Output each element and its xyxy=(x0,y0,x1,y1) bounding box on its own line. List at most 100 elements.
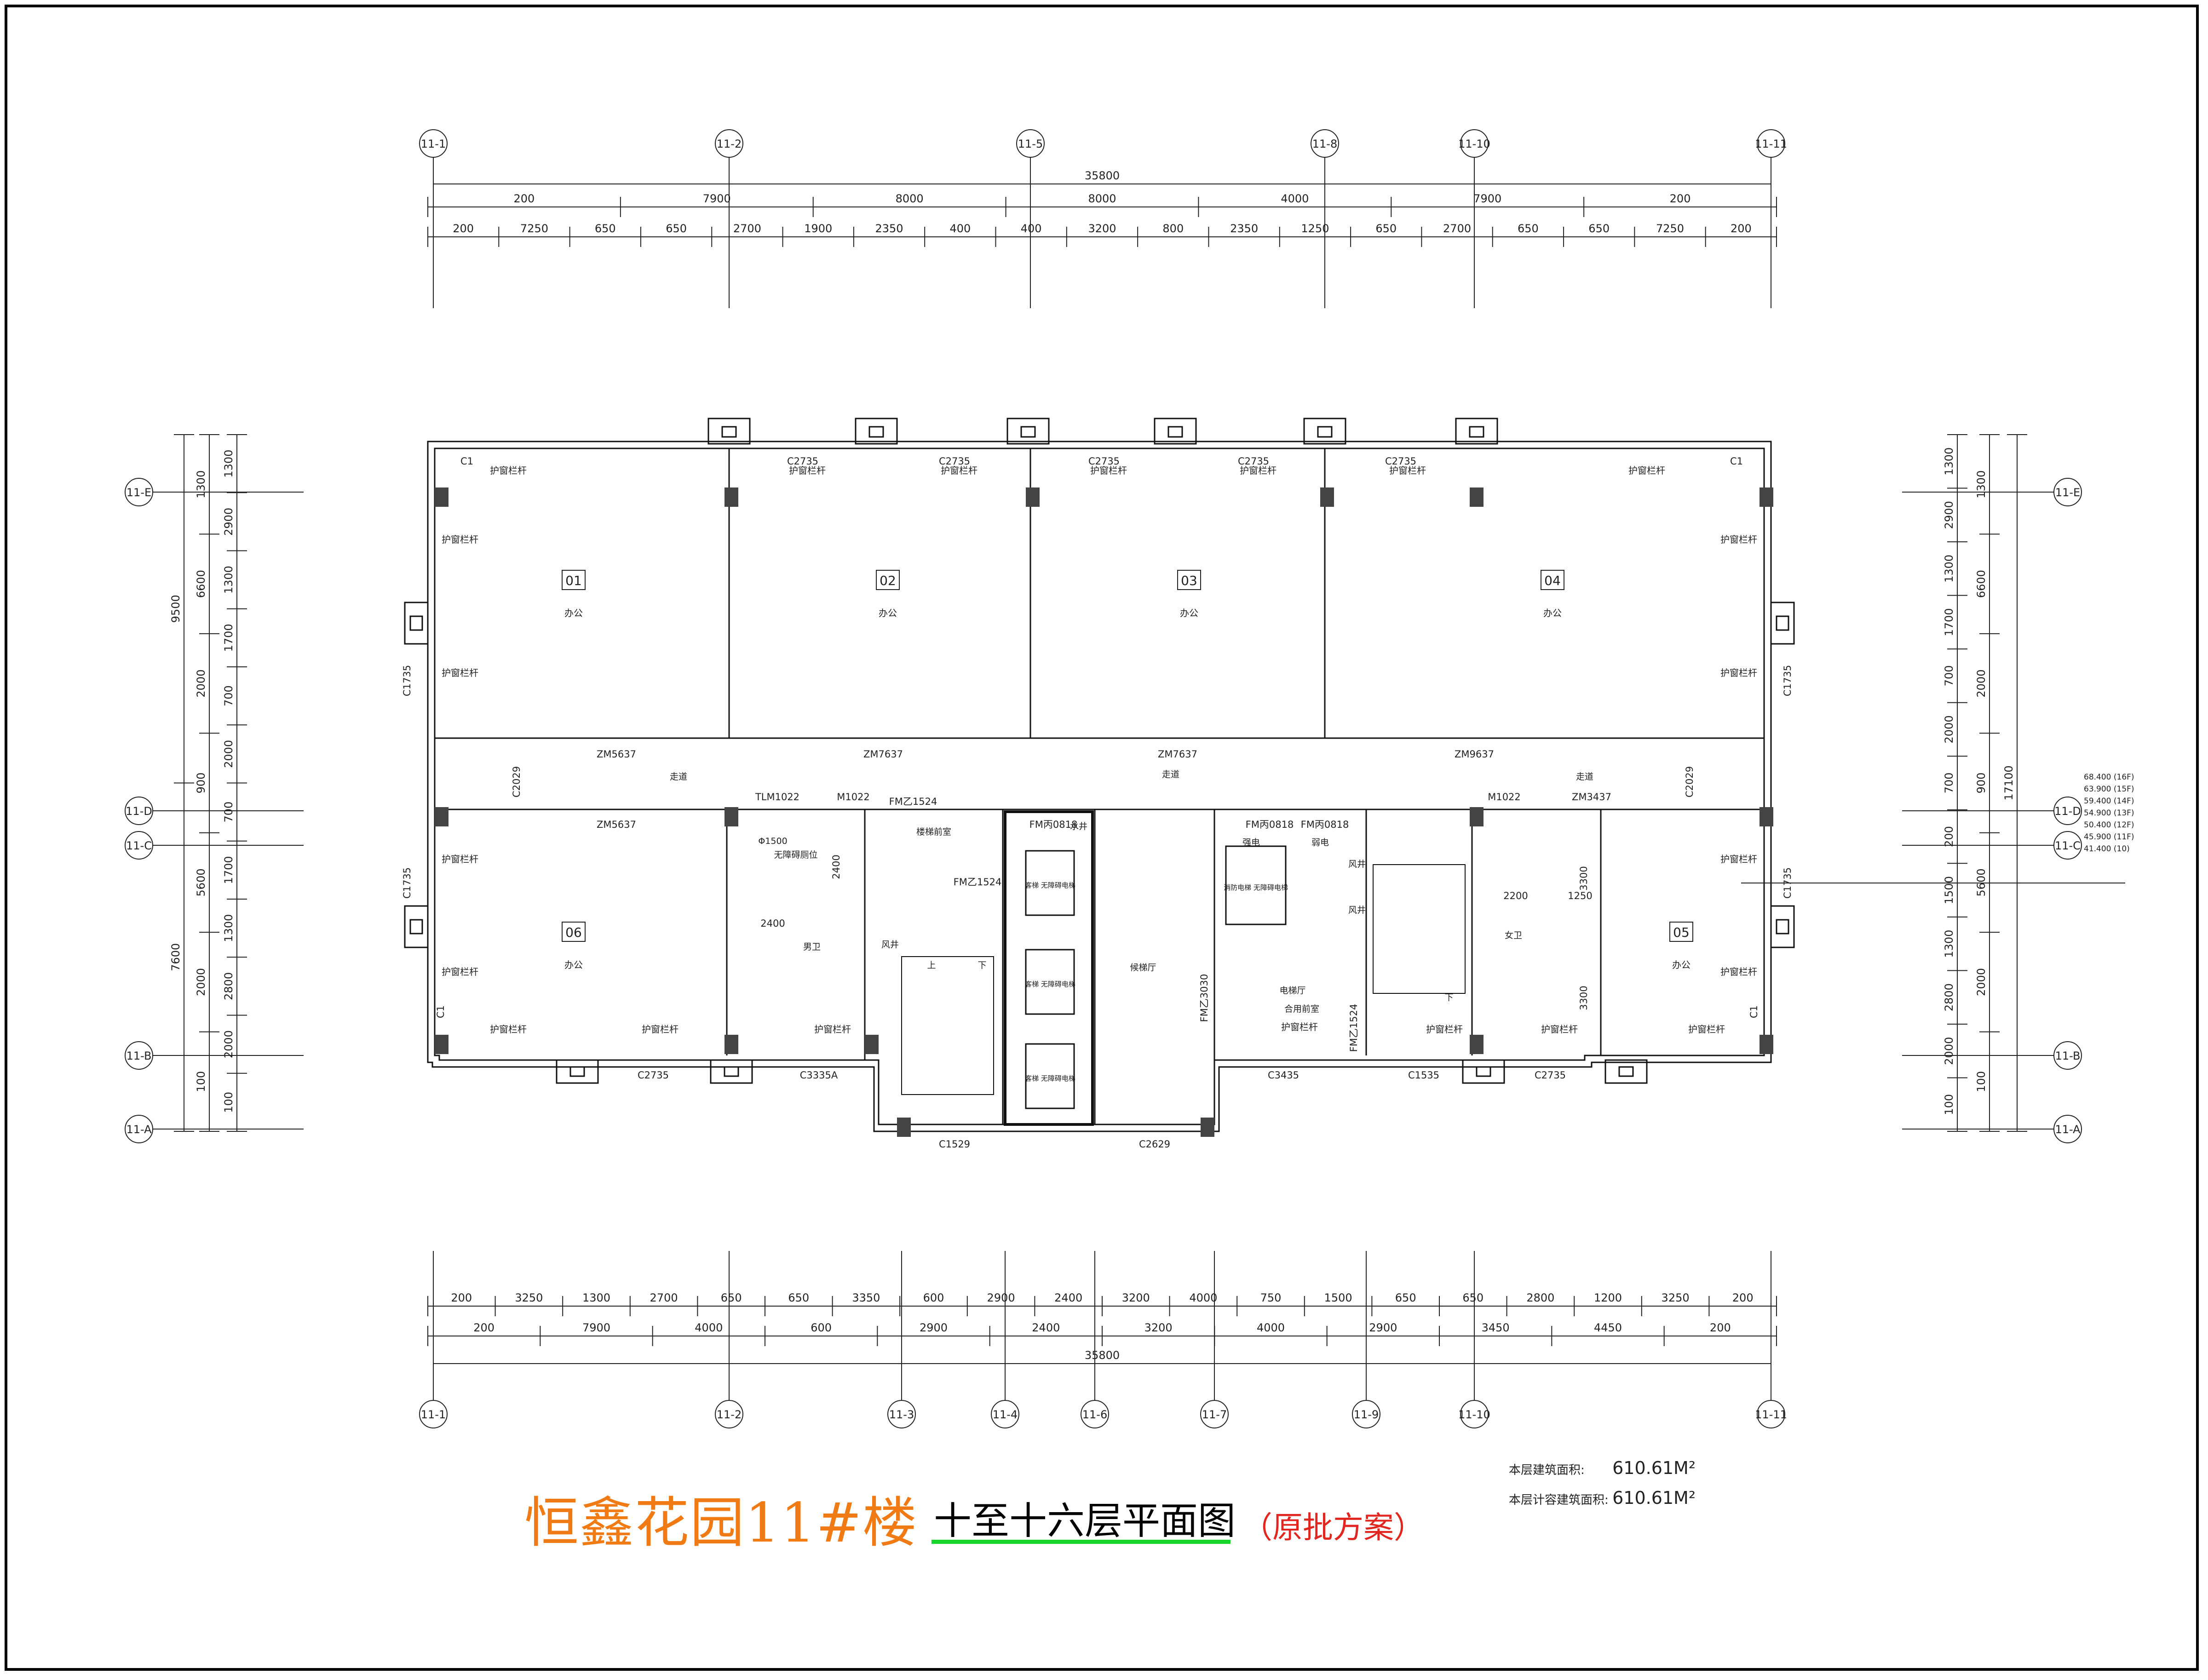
dim-bottom-row1-value: 3250 xyxy=(1662,1291,1690,1304)
railing-label: 护窗栏杆 xyxy=(1281,1021,1318,1032)
railing-label: 护窗栏杆 xyxy=(1541,1024,1578,1035)
axis-right-11-D-label: 11-D xyxy=(2054,805,2081,818)
window-c3435: C3435 xyxy=(1268,1070,1299,1081)
room-06: 06 办公 xyxy=(562,922,586,970)
column xyxy=(724,807,738,826)
bay-window-detail xyxy=(1618,1066,1634,1077)
dim-left-inner-value: 1700 xyxy=(222,856,235,884)
window-c2735-4: C2735 xyxy=(1238,456,1269,467)
dim-left-inner-value: 100 xyxy=(222,1092,235,1113)
axis-top-11-11-label: 11-11 xyxy=(1755,138,1787,150)
dim-bottom-row2-value: 2900 xyxy=(920,1321,948,1334)
window-c2735-3: C2735 xyxy=(1088,456,1120,467)
elevator-car-1 xyxy=(1025,850,1075,916)
label-up: 上 xyxy=(927,960,936,970)
axis-left-11-E: 11-E xyxy=(125,478,153,506)
floor-area-label: 本层建筑面积: xyxy=(1509,1463,1585,1477)
floor-area-row: 本层建筑面积: 610.61M² xyxy=(1509,1458,1696,1478)
dim-top-total-value: 35800 xyxy=(1085,169,1120,182)
door-zm7637-b: ZM7637 xyxy=(1158,749,1197,760)
window-c1735-e1: C1735 xyxy=(1782,665,1793,696)
dim-right-inner: 1300290013001700700200070020015001300280… xyxy=(1943,434,1967,1132)
label-diameter: Φ1500 xyxy=(758,836,787,846)
label-corridor-center: 走道 xyxy=(1162,769,1179,780)
room-03-use: 办公 xyxy=(1180,608,1198,619)
dim-top-row1-value: 4000 xyxy=(1281,192,1309,205)
dim-right-total: 17100 xyxy=(2002,434,2027,1132)
column xyxy=(1470,1035,1484,1054)
room-02-number: 02 xyxy=(880,573,896,588)
axis-top-11-5-label: 11-5 xyxy=(1018,138,1043,150)
dim-bottom-row1-value: 650 xyxy=(1395,1291,1416,1304)
dim-bottom-row1-value: 1500 xyxy=(1324,1291,1352,1304)
door-fm1524-b: FM乙1524 xyxy=(954,877,1002,888)
dim-bottom-row2-value: 2400 xyxy=(1032,1321,1060,1334)
axis-bottom-11-2: 11-2 xyxy=(715,1400,743,1428)
dim-right-inner-value: 2900 xyxy=(1943,501,1955,529)
railing-label: 护窗栏杆 xyxy=(442,966,478,977)
window-c1-nw: C1 xyxy=(460,456,473,467)
dim-bottom-row2-value: 600 xyxy=(811,1321,832,1334)
bay-window-detail xyxy=(569,1066,585,1077)
railing-label: 护窗栏杆 xyxy=(1720,667,1757,678)
label-down: 下 xyxy=(978,960,986,970)
dim-3300-b: 3300 xyxy=(1578,986,1589,1010)
dim-top-row1-value: 8000 xyxy=(1088,192,1116,205)
dim-top-row2-value: 2350 xyxy=(1230,222,1258,235)
column xyxy=(1470,487,1484,507)
column xyxy=(435,1035,448,1054)
dim-bottom-row1-value: 200 xyxy=(1732,1291,1754,1304)
dim-bottom-row1-value: 600 xyxy=(923,1291,944,1304)
dim-top-row1-value: 200 xyxy=(1670,192,1691,205)
axis-top-11-8: 11-8 xyxy=(1311,129,1339,158)
room-05-number: 05 xyxy=(1673,925,1690,940)
dim-left-outer-value: 9500 xyxy=(169,595,182,623)
bay-window-north-6 xyxy=(1455,418,1498,445)
bay-window-detail xyxy=(1317,426,1333,438)
bay-window-detail xyxy=(1476,1066,1491,1077)
dim-top-row2-value: 800 xyxy=(1162,222,1184,235)
window-c1735-w1: C1735 xyxy=(402,665,413,696)
stair-2 xyxy=(1373,864,1466,994)
column xyxy=(1201,1118,1214,1137)
axis-left-11-C: 11-C xyxy=(125,831,153,860)
dim-left-inner-value: 1300 xyxy=(222,914,235,942)
axis-bottom-11-1-label: 11-1 xyxy=(421,1408,446,1421)
dim-right-inner-value: 1300 xyxy=(1943,447,1955,476)
door-tlm1022: TLM1022 xyxy=(755,791,799,803)
dim-bottom-row1-value: 2700 xyxy=(650,1291,678,1304)
bay-window-detail xyxy=(1776,615,1789,631)
dim-top-row1-value: 200 xyxy=(514,192,535,205)
far-area-row: 本层计容建筑面积: 610.61M² xyxy=(1509,1488,1696,1508)
dim-top-row1-value: 7900 xyxy=(703,192,731,205)
axis-right-11-A-label: 11-A xyxy=(2055,1123,2081,1136)
door-zm5637-north: ZM5637 xyxy=(597,749,636,760)
column xyxy=(1760,487,1773,507)
axis-left-11-E-label: 11-E xyxy=(126,486,151,499)
label-elevator-3: 客梯 无障碍电梯 xyxy=(1025,1074,1075,1083)
bay-window-north-2 xyxy=(855,418,898,445)
dim-top-row2-value: 650 xyxy=(666,222,687,235)
dim-left-mid-value: 100 xyxy=(195,1071,207,1092)
level-4: 50.400 (12F) xyxy=(2084,820,2134,830)
bay-window-north-1 xyxy=(707,418,751,445)
room-04-use: 办公 xyxy=(1543,608,1562,619)
bay-windows xyxy=(404,418,1795,1084)
dim-top-row2-value: 200 xyxy=(1731,222,1752,235)
bay-window-south-2 xyxy=(710,1059,753,1084)
bay-window-detail xyxy=(1020,426,1036,438)
room-01: 01 办公 xyxy=(562,570,586,619)
door-zm9637: ZM9637 xyxy=(1455,749,1494,760)
level-6: 41.400 (10) xyxy=(2084,844,2130,854)
drawing-title: 十至十六层平面图 xyxy=(934,1499,1236,1543)
label-elevator-2: 客梯 无障碍电梯 xyxy=(1025,980,1075,988)
label-elevator-1: 客梯 无障碍电梯 xyxy=(1025,881,1075,889)
bay-window-detail xyxy=(868,426,884,438)
dim-bottom-row1-value: 1300 xyxy=(582,1291,610,1304)
dim-bottom-row1-value: 750 xyxy=(1260,1291,1282,1304)
window-c2735-2: C2735 xyxy=(939,456,970,467)
